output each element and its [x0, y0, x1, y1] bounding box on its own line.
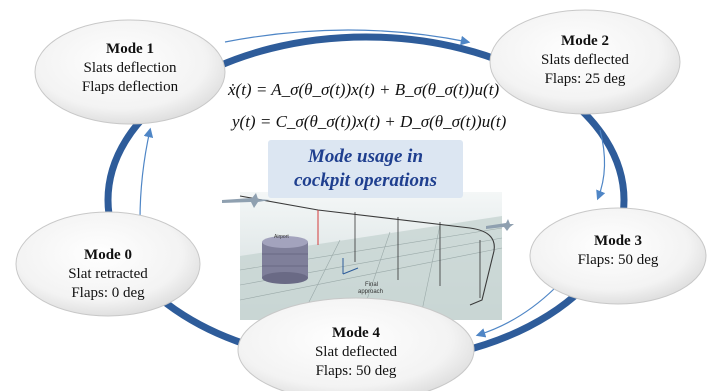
mode-title: Mode 2 [561, 33, 609, 49]
mode-line: Slats deflected [541, 52, 629, 68]
mode-line: Slat deflected [314, 344, 398, 360]
mode-3-bubble [529, 207, 707, 305]
mode-2-label: Mode 2 Slats deflected Flaps: 25 deg [515, 32, 655, 89]
airplane-icon [222, 193, 270, 208]
photo-label-final: Final [365, 282, 378, 288]
output-equation: y(t) = C_σ(θ_σ(t))x(t) + D_σ(θ_σ(t))u(t) [232, 112, 507, 131]
mode-line: Flaps deflection [81, 79, 179, 95]
mode-1-label: Mode 1 Slats deflection Flaps deflection [60, 40, 200, 97]
state-equation: ẋ(t) = A_σ(θ_σ(t))x(t) + B_σ(θ_σ(t))u(t) [228, 80, 500, 99]
mode-line: Flaps: 25 deg [544, 71, 626, 87]
arrow-mode2-to-mode3 [596, 129, 606, 201]
mode-0-bubble [15, 211, 201, 317]
mode-usage-banner: Mode usage in cockpit operations [268, 140, 463, 198]
mode-4-bubble [237, 297, 475, 391]
photo-label-approach: approach [358, 289, 383, 295]
arrow-mode1-to-mode2 [224, 29, 471, 46]
airplane-icon [486, 219, 514, 231]
mode-line: Flaps: 50 deg [577, 252, 659, 268]
mode-3-label: Mode 3 Flaps: 50 deg [548, 232, 688, 270]
mode-0-label: Mode 0 Slat retracted Flaps: 0 deg [38, 246, 178, 303]
mode-title: Mode 3 [594, 233, 642, 249]
arrow-mode0-to-mode1 [139, 127, 154, 221]
mode-2-bubble [489, 9, 681, 115]
approach-illustration [222, 192, 514, 321]
mode-line: Flaps: 50 deg [315, 363, 397, 379]
photo-label-airport: Airport [274, 234, 289, 240]
mode-line: Flaps: 0 deg [71, 285, 145, 301]
banner-line-1: Mode usage in [307, 146, 424, 167]
mode-4-label: Mode 4 Slat deflected Flaps: 50 deg [286, 324, 426, 381]
arrow-mode3-to-mode4 [475, 287, 556, 338]
mode-1-bubble [34, 19, 226, 125]
mode-title: Mode 4 [332, 325, 380, 341]
airport-cylinder-icon [262, 236, 308, 284]
mode-title: Mode 0 [84, 247, 132, 263]
mode-title: Mode 1 [106, 41, 154, 57]
mode-line: Slats deflection [83, 60, 177, 76]
mode-line: Slat retracted [68, 266, 148, 282]
banner-line-2: cockpit operations [293, 170, 438, 191]
